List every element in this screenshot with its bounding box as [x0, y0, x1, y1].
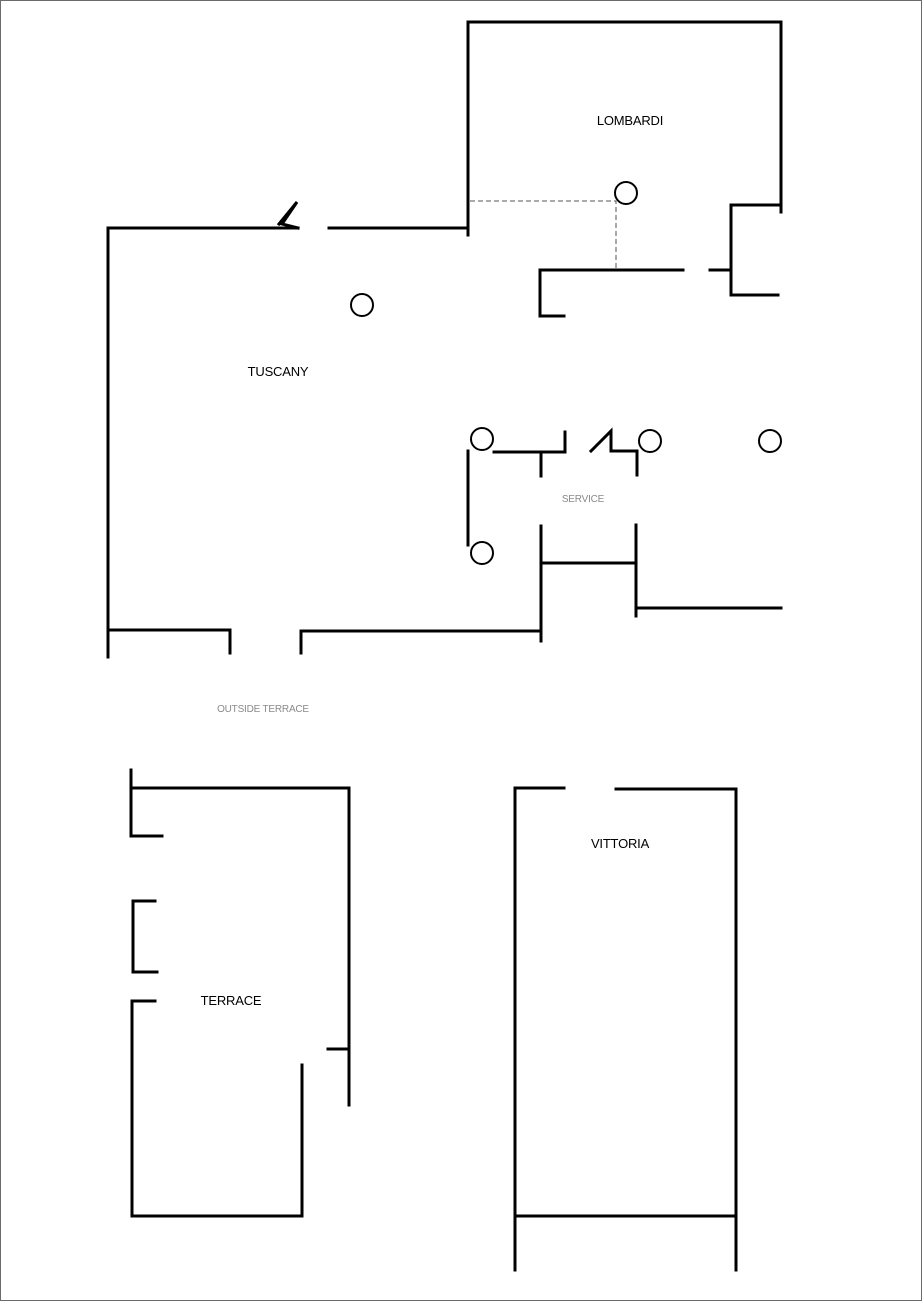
terrace-north-east-wall	[129, 786, 351, 1107]
vittoria-east-wall	[614, 787, 738, 1272]
terrace-room[interactable]	[129, 768, 351, 1218]
vittoria-label: VITTORIA	[591, 836, 650, 851]
service-area[interactable]	[466, 427, 783, 643]
outside-terrace-label: OUTSIDE TERRACE	[217, 704, 309, 715]
terrace-west-segment-3	[130, 999, 304, 1218]
lombardi-label: LOMBARDI	[597, 113, 663, 128]
service-column-2	[638, 429, 662, 453]
service-column-3	[758, 429, 782, 453]
tuscany-entry-door-swing	[276, 201, 300, 230]
lombardi-dashed-partition	[470, 200, 617, 268]
service-column-4	[470, 541, 494, 565]
tuscany-south-wall-west	[106, 628, 232, 655]
service-counter-wall	[492, 430, 567, 454]
vittoria-room[interactable]	[513, 786, 738, 1272]
tuscany-south-wall-east	[299, 629, 542, 655]
tuscany-label: TUSCANY	[248, 364, 309, 379]
service-label: SERVICE	[562, 494, 605, 505]
lombardi-outer-wall	[466, 20, 783, 237]
lombardi-column	[614, 181, 638, 205]
lombardi-south-wall	[538, 268, 685, 318]
service-column-1	[470, 427, 494, 451]
terrace-west-segment-1	[129, 786, 164, 838]
vittoria-west-wall	[513, 786, 566, 1272]
lombardi-east-stub	[729, 203, 780, 297]
tuscany-north-west-wall	[106, 226, 300, 659]
tuscany-column	[350, 293, 374, 317]
terrace-label: TERRACE	[201, 993, 262, 1008]
tuscany-room[interactable]	[106, 201, 542, 659]
service-door-swing	[588, 427, 639, 477]
terrace-west-segment-2	[131, 899, 159, 974]
lombardi-room[interactable]	[466, 20, 783, 318]
